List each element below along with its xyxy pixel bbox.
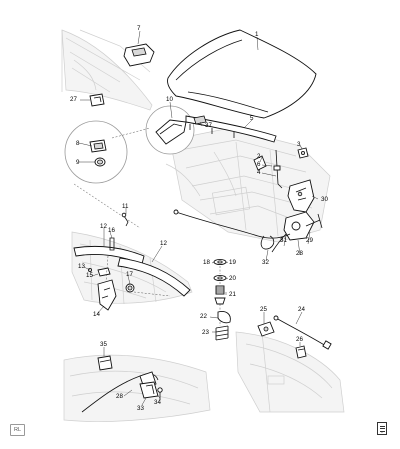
spacer-part-16	[109, 237, 115, 251]
callout-c6: 6	[257, 161, 261, 168]
book-icon: ≡	[377, 422, 387, 435]
release-cable	[173, 209, 291, 239]
callout-c26: 26	[296, 336, 303, 343]
pad-part-37	[193, 115, 207, 125]
zoom-circle-parts-8-9	[64, 120, 128, 184]
callout-c2: 2	[257, 153, 261, 160]
callout-c10: 10	[166, 96, 173, 103]
callout-c3: 3	[297, 141, 301, 148]
callout-c29: 29	[306, 237, 313, 244]
plug-part-17	[125, 283, 135, 293]
callout-c34: 34	[154, 399, 161, 406]
ghost-context-bottom-left	[63, 354, 211, 422]
ghost-context-top-left	[61, 29, 153, 111]
callout-c17: 17	[126, 271, 133, 278]
callout-c14: 14	[93, 311, 100, 318]
callout-c24: 24	[298, 306, 305, 313]
callout-c28b: 28	[116, 393, 123, 400]
prop-rod-part-24	[273, 315, 332, 350]
callout-c1: 1	[255, 31, 259, 38]
callout-c18: 18	[203, 259, 210, 266]
diagram-code-label: RL	[10, 424, 25, 436]
hood-stay-parts-2-6-4	[253, 149, 283, 189]
callout-c21: 21	[229, 291, 236, 298]
callout-c5: 5	[250, 115, 254, 122]
lock-bracket-part-30	[287, 179, 315, 213]
screw-part-11	[121, 212, 129, 227]
clip-part-26	[295, 345, 307, 359]
nut-clip-part-35	[97, 355, 113, 371]
callout-c27: 27	[70, 96, 77, 103]
leader-lines	[78, 30, 319, 406]
hood-panel	[167, 29, 317, 119]
callout-c23: 23	[202, 329, 209, 336]
callout-c37: 37	[205, 122, 212, 129]
book-icon-mark: ≡	[381, 429, 383, 434]
callout-c13: 13	[78, 263, 85, 270]
spring-parts-22-23	[215, 311, 231, 341]
latch-assembly-parts-28-29-31	[271, 211, 323, 253]
callout-c8: 8	[76, 140, 80, 147]
wire-clip-part-32	[260, 235, 275, 250]
callout-c25: 25	[260, 306, 267, 313]
grommet-part-25	[257, 321, 275, 337]
bumper-part-3	[297, 147, 309, 159]
callout-c31: 31	[280, 237, 287, 244]
clip-part-7	[123, 43, 155, 67]
zoom-circle-part-10	[145, 105, 195, 155]
callout-c28a: 28	[296, 250, 303, 257]
callout-c12a: 12	[100, 223, 107, 230]
bracket-part-27	[89, 93, 105, 107]
ghost-context-bottom-right	[235, 331, 345, 413]
bolt-stack-parts-18-21	[213, 258, 227, 305]
callout-c35: 35	[100, 341, 107, 348]
callout-c12b: 12	[160, 240, 167, 247]
hood-seal-part-5	[185, 115, 277, 143]
callout-c11: 11	[122, 203, 129, 210]
callout-c33: 33	[137, 405, 144, 412]
callout-c7: 7	[137, 25, 141, 32]
callout-c32: 32	[262, 259, 269, 266]
striker-parts-13-14-15	[88, 267, 117, 311]
callout-c19: 19	[229, 259, 236, 266]
callout-c16: 16	[108, 227, 115, 234]
callout-c20: 20	[229, 275, 236, 282]
callout-c30: 30	[321, 196, 328, 203]
callout-c4: 4	[257, 169, 261, 176]
callout-c15: 15	[86, 272, 93, 279]
callout-c22: 22	[200, 313, 207, 320]
alignment-lines	[73, 127, 221, 326]
hood-inner-strip-part-12-right	[117, 257, 191, 297]
callout-c9: 9	[76, 159, 80, 166]
